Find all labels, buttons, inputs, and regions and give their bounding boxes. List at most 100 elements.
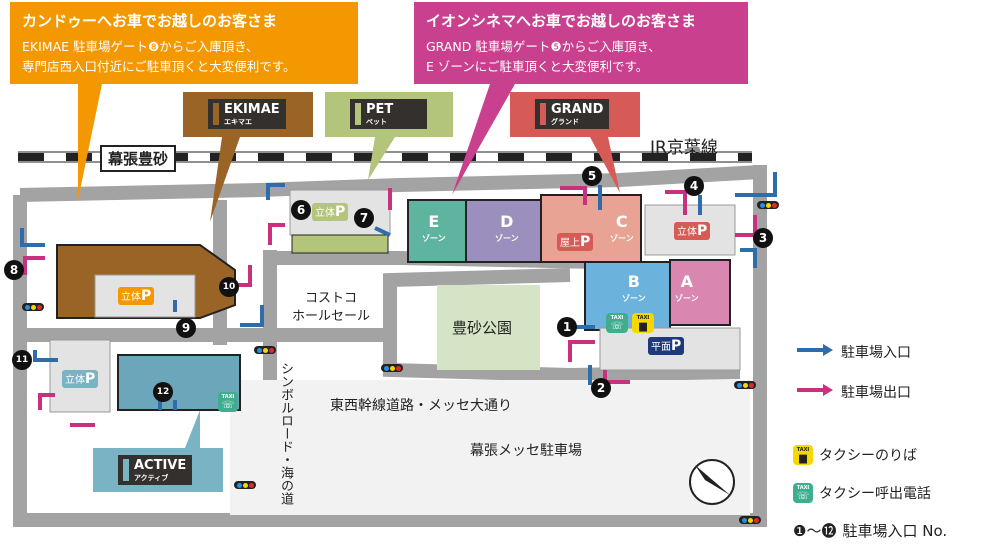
- traffic-light-icon: [234, 481, 256, 489]
- gate-marker-7: 7: [354, 208, 374, 228]
- gate-marker-3: 3: [753, 228, 773, 248]
- pet-tag-name: PET: [366, 102, 394, 117]
- pet-tag-sub: ペット: [366, 118, 387, 126]
- badge-p: P: [697, 223, 708, 239]
- zone-e-label: E ゾーン: [422, 212, 446, 246]
- zone-a-letter: A: [680, 272, 693, 291]
- ekimae-tag-name: EKIMAE: [224, 102, 280, 117]
- costco-line2: ホールセール: [292, 309, 371, 324]
- pet-rittai-badge: 立体P: [312, 203, 349, 221]
- gate-marker-10: 10: [219, 277, 239, 297]
- badge-p: P: [85, 371, 96, 387]
- taxi-phone-icon: TAXI☏: [218, 392, 238, 412]
- taxi-word: TAXI: [221, 393, 235, 400]
- zone-c-letter: C: [615, 212, 628, 231]
- gate-marker-2: 2: [591, 378, 611, 398]
- zone-e-letter: E: [428, 212, 440, 231]
- active-tag-name: ACTIVE: [134, 458, 187, 473]
- badge-text: 立体: [65, 375, 85, 386]
- legend-taxi-phone: TAXI☏タクシー呼出電話: [793, 483, 931, 503]
- costco-label: コストコホールセール: [292, 290, 370, 326]
- compass-icon: [689, 459, 735, 505]
- zone-a-sub: ゾーン: [675, 294, 699, 303]
- taxi-word: TAXI: [636, 314, 650, 321]
- zone-d-sub: ゾーン: [495, 234, 519, 243]
- badge-text: 平面: [651, 342, 671, 353]
- badge-text: 屋上: [560, 238, 580, 249]
- messe-parking-label: 幕張メッセ駐車場: [470, 443, 582, 459]
- taxi-word: TAXI: [796, 484, 810, 491]
- taxi-phone-icon: TAXI☏: [606, 313, 628, 333]
- traffic-light-icon: [757, 201, 779, 209]
- pet-building: [291, 234, 389, 254]
- costco-line1: コストコ: [305, 291, 358, 306]
- jr-keiyo-line-label: JR京葉線: [650, 138, 718, 158]
- legend-taxi-stand: TAXI▆タクシーのりば: [793, 445, 917, 465]
- heimen-parking-badge: 平面P: [648, 337, 685, 355]
- grand-tag-sub: グランド: [551, 118, 579, 126]
- legend-exit: 駐車場出口: [795, 382, 911, 402]
- traffic-light-icon: [22, 303, 44, 311]
- exit-arrow-icon: [795, 383, 835, 401]
- badge-text: 立体: [315, 208, 335, 219]
- badge-p: P: [671, 338, 682, 354]
- taxi-word: TAXI: [610, 314, 624, 321]
- badge-p: P: [580, 234, 591, 250]
- zone-c-label: C ゾーン: [610, 212, 634, 246]
- traffic-light-icon: [739, 516, 761, 524]
- toyosuna-park-label: 豊砂公園: [452, 319, 513, 337]
- symbol-road-label: シンボルロード・海の道: [278, 362, 293, 505]
- grand-tag-name: GRAND: [551, 102, 604, 117]
- roads: [13, 165, 767, 527]
- gate-marker-9: 9: [176, 318, 196, 338]
- kandu-callout-line1: EKIMAE 駐車場ゲート❽からご入庫頂き、: [22, 39, 259, 54]
- aeon-callout-line1: GRAND 駐車場ゲート❺からご入庫頂き、: [426, 39, 661, 54]
- zone-c-sub: ゾーン: [610, 234, 634, 243]
- legend-entrance-label: 駐車場入口: [841, 345, 911, 361]
- zone-e-sub: ゾーン: [422, 234, 446, 243]
- aeon-callout-title: イオンシネマへお車でお越しのお客さま: [426, 12, 697, 30]
- zone-a: [669, 259, 731, 326]
- legend-entrance: 駐車場入口: [795, 342, 911, 362]
- aeon-callout-line2: E ゾーンにご駐車頂くと大変便利です。: [426, 59, 649, 74]
- zone-d-label: D ゾーン: [495, 212, 519, 246]
- active-tail: [185, 410, 200, 448]
- traffic-light-icon: [254, 346, 276, 354]
- zone-e: [407, 199, 467, 263]
- gate-marker-6: 6: [291, 200, 311, 220]
- taxi-word: TAXI: [796, 446, 810, 453]
- entrance-arrow-icon: [795, 343, 835, 361]
- badge-p: P: [335, 204, 346, 220]
- zone-d: [465, 199, 542, 263]
- messe-lot: [230, 380, 750, 515]
- gate-marker-4: 4: [684, 176, 704, 196]
- gate-marker-8: 8: [4, 260, 24, 280]
- taxi-phone-icon: TAXI☏: [793, 483, 813, 503]
- station-makuhari-toyosuna: 幕張豊砂: [100, 145, 177, 172]
- grand-tail: [590, 137, 620, 193]
- aeon-callout: イオンシネマへお車でお越しのお客さま GRAND 駐車場ゲート❺からご入庫頂き、…: [414, 2, 748, 84]
- kandu-callout: カンドゥーへお車でお越しのお客さま EKIMAE 駐車場ゲート❽からご入庫頂き、…: [10, 2, 358, 84]
- badge-p: P: [141, 288, 152, 304]
- kandu-callout-line2: 専門店西入口付近にご駐車頂くと大変便利です。: [22, 59, 296, 74]
- taxi-stand-icon: TAXI▆: [632, 313, 654, 333]
- zone-b-sub: ゾーン: [622, 294, 646, 303]
- kandu-callout-title: カンドゥーへお車でお越しのお客さま: [22, 12, 278, 30]
- legend-gate-range: ❶～⓬: [793, 522, 837, 540]
- active-tag-sub: アクティブ: [134, 474, 169, 482]
- zone-b-letter: B: [627, 272, 640, 291]
- east-west-road-label: 東西幹線道路・メッセ大通り: [330, 398, 512, 414]
- ekimae-rittai-badge: 立体P: [118, 287, 155, 305]
- taxi-stand-icon: TAXI▆: [793, 445, 813, 465]
- pet-tail: [368, 137, 395, 180]
- zone-d-letter: D: [500, 212, 514, 231]
- gate-marker-12: 12: [153, 382, 173, 402]
- traffic-light-icon: [381, 364, 403, 372]
- kandu-callout-tail: [78, 84, 102, 200]
